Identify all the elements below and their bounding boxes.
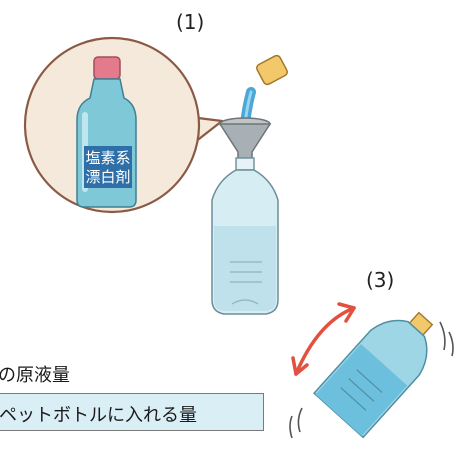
bottle-label-line2: 漂白剤 — [85, 168, 130, 186]
pet-bottle-amount-box: ペットボトルに入れる量 — [0, 393, 264, 431]
step-1-label: (1) — [176, 10, 205, 34]
shaking-pet-bottle-icon — [313, 311, 434, 439]
stock-amount-caption: の原液量 — [0, 365, 70, 386]
bottle-cap-icon — [256, 54, 288, 86]
funnel-icon — [218, 117, 272, 161]
shake-arrow-icon — [291, 302, 356, 376]
bottle-label-line1: 塩素系 — [85, 149, 130, 167]
step-3-label: (3) — [366, 268, 395, 292]
pet-bottle-icon — [211, 157, 279, 315]
bleach-bottle-icon: 塩素系 漂白剤 — [76, 56, 137, 208]
pet-bottle-amount-caption: ペットボトルに入れる量 — [0, 405, 197, 426]
shake-motion-lines — [289, 321, 454, 439]
